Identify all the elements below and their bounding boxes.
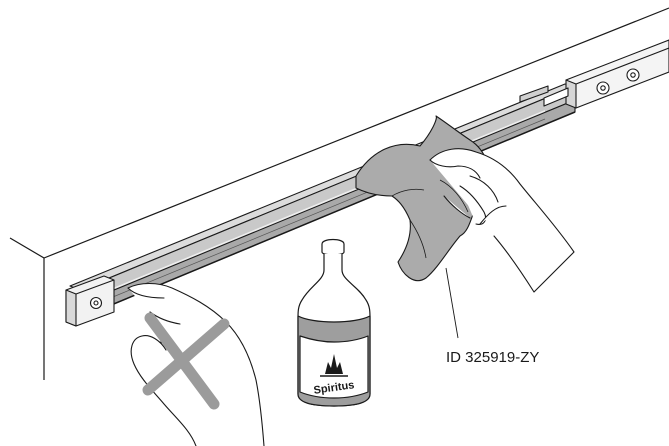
- left-hand: [127, 282, 265, 446]
- rail-end-block-right: [519, 39, 669, 109]
- flammable-symbol-icon: [325, 354, 343, 374]
- bottle-label: Spiritus: [313, 379, 355, 397]
- prohibited-cross-icon: [142, 312, 230, 410]
- document-id: ID 325919-ZY: [446, 349, 539, 366]
- wall-outline: [9, 7, 669, 380]
- callout-leader: [445, 267, 459, 339]
- spirit-bottle: [297, 238, 371, 407]
- right-hand: [429, 148, 575, 293]
- rail-end-block-left: [65, 275, 115, 327]
